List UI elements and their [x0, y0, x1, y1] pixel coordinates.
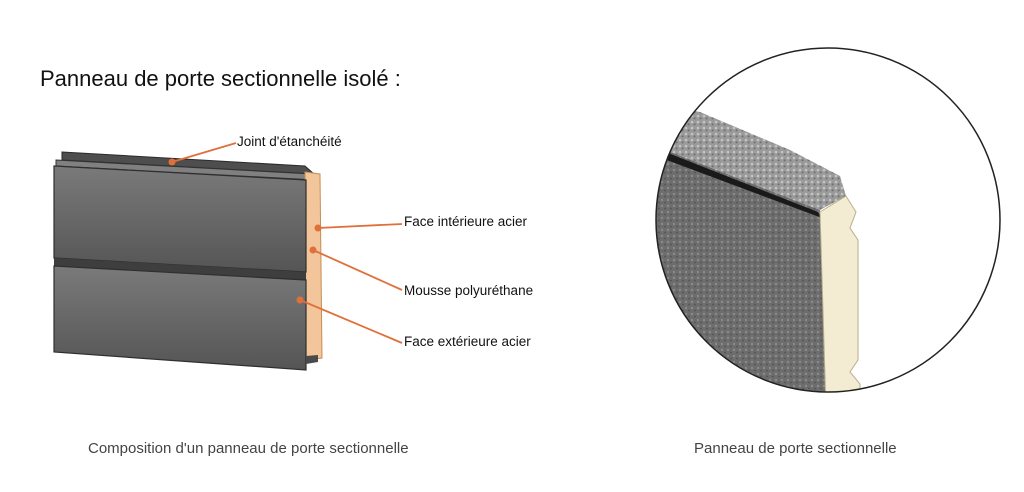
closeup-illustration: [655, 47, 1001, 393]
label-outer-face: Face extérieure acier: [404, 334, 531, 349]
diagram-title: Panneau de porte sectionnelle isolé :: [40, 66, 401, 91]
caption-right: Panneau de porte sectionnelle: [694, 440, 897, 457]
panel-illustration: [53, 142, 403, 371]
foam-edge: [304, 171, 323, 361]
lower-section: [53, 265, 307, 371]
leader-lines: [171, 142, 403, 344]
label-inner-face: Face intérieure acier: [404, 214, 528, 229]
upper-section: [53, 165, 307, 273]
label-seal: Joint d'étanchéité: [237, 134, 342, 149]
insulation-edge: [819, 195, 861, 392]
caption-left: Composition d'un panneau de porte sectio…: [88, 440, 409, 457]
label-foam: Mousse polyuréthane: [404, 283, 534, 298]
